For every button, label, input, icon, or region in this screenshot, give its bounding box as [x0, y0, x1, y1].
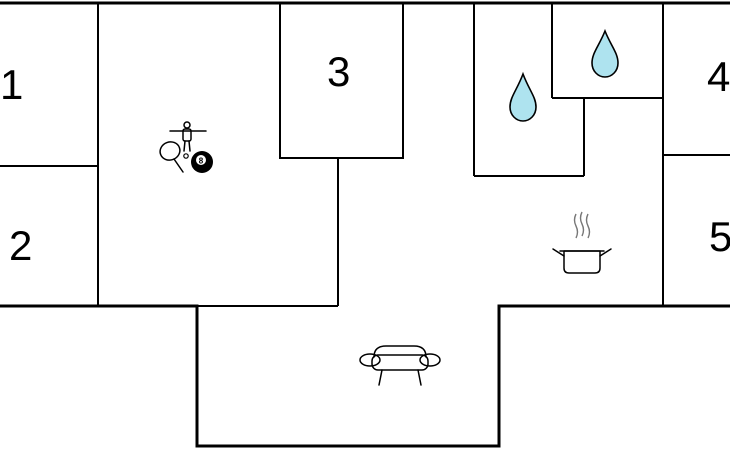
interior-walls [0, 2, 730, 307]
svg-text:8: 8 [199, 157, 204, 166]
table-tennis-foosball-billiard-icon: 8 [159, 121, 213, 173]
sofa-icon [359, 345, 441, 386]
cooking-pot-icon [552, 211, 612, 274]
room-label-5: 5 [709, 213, 730, 260]
water-drop-icon [591, 28, 619, 78]
water-drop-icon [509, 71, 537, 122]
room-label-2: 2 [9, 222, 32, 269]
room-label-1: 1 [0, 61, 23, 108]
room-label-3: 3 [327, 48, 350, 95]
room-label-4: 4 [707, 53, 730, 100]
